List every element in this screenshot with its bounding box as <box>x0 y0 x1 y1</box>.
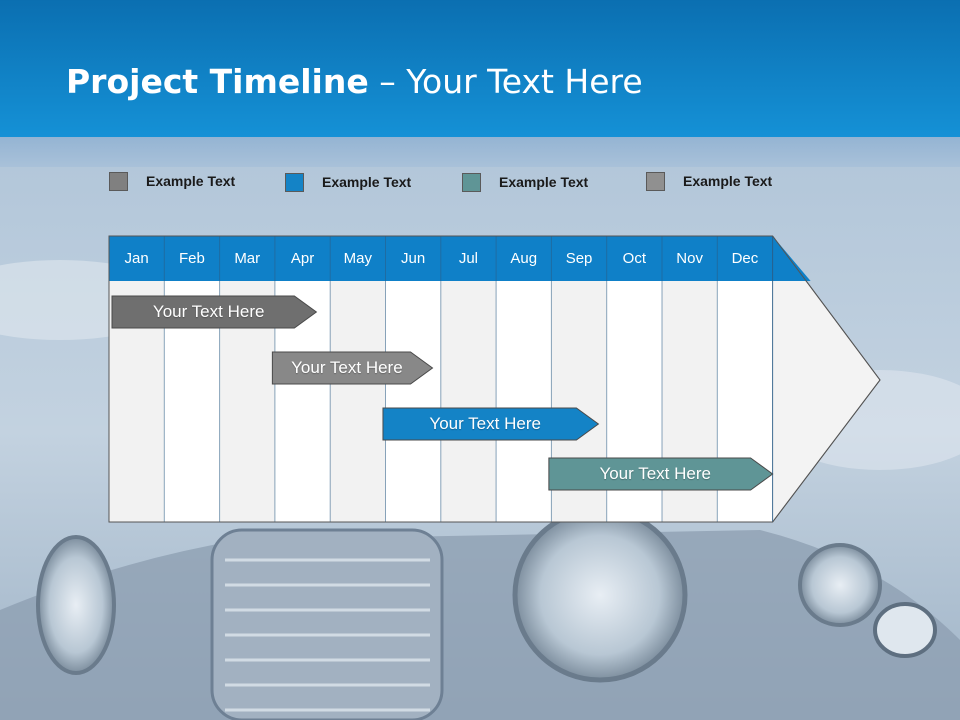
title-rest: – Your Text Here <box>368 62 643 101</box>
legend-item-4: Example Text <box>646 171 772 191</box>
month-label-nov: Nov <box>676 250 703 267</box>
legend-label: Example Text <box>499 174 589 190</box>
legend-label: Example Text <box>146 173 236 189</box>
title-bold: Project Timeline <box>66 62 369 101</box>
month-column <box>385 281 441 522</box>
task-arrow-4 <box>548 457 774 491</box>
month-label-jul: Jul <box>458 250 479 267</box>
timeline-outline <box>108 235 881 523</box>
legend-item-2: Example Text <box>285 172 411 192</box>
month-header-band <box>109 236 811 281</box>
month-label-may: May <box>343 250 372 267</box>
header-strip <box>0 137 960 167</box>
legend-item-3: Example Text <box>462 172 588 192</box>
month-label-mar: Mar <box>234 250 261 267</box>
month-label-jan: Jan <box>124 250 149 267</box>
month-label-apr: Apr <box>290 250 315 267</box>
month-column <box>330 281 386 522</box>
task-label-2: Your Text Here <box>291 358 403 377</box>
legend-swatch <box>109 171 128 191</box>
month-label-oct: Oct <box>622 250 646 267</box>
task-label-1: Your Text Here <box>152 302 265 321</box>
header-bar <box>0 0 960 137</box>
legend-item-1: Example Text <box>109 171 235 191</box>
task-label-3: Your Text Here <box>429 414 541 433</box>
legend-label: Example Text <box>683 173 773 189</box>
legend-swatch <box>285 172 304 192</box>
month-label-jun: Jun <box>401 250 426 267</box>
legend-swatch <box>462 172 481 192</box>
task-arrow-3 <box>382 407 600 441</box>
legend-label: Example Text <box>322 174 412 190</box>
task-label-4: Your Text Here <box>599 464 711 483</box>
month-column <box>440 281 497 522</box>
task-arrow-1 <box>111 295 318 329</box>
legend-swatch <box>646 171 665 191</box>
task-arrow-2 <box>271 351 434 385</box>
month-label-aug: Aug <box>510 250 538 267</box>
page-title: Project Timeline – Your Text Here <box>66 60 643 104</box>
month-label-feb: Feb <box>179 250 205 267</box>
month-label-sep: Sep <box>565 250 593 267</box>
month-column <box>496 281 552 522</box>
month-label-dec: Dec <box>731 250 759 267</box>
